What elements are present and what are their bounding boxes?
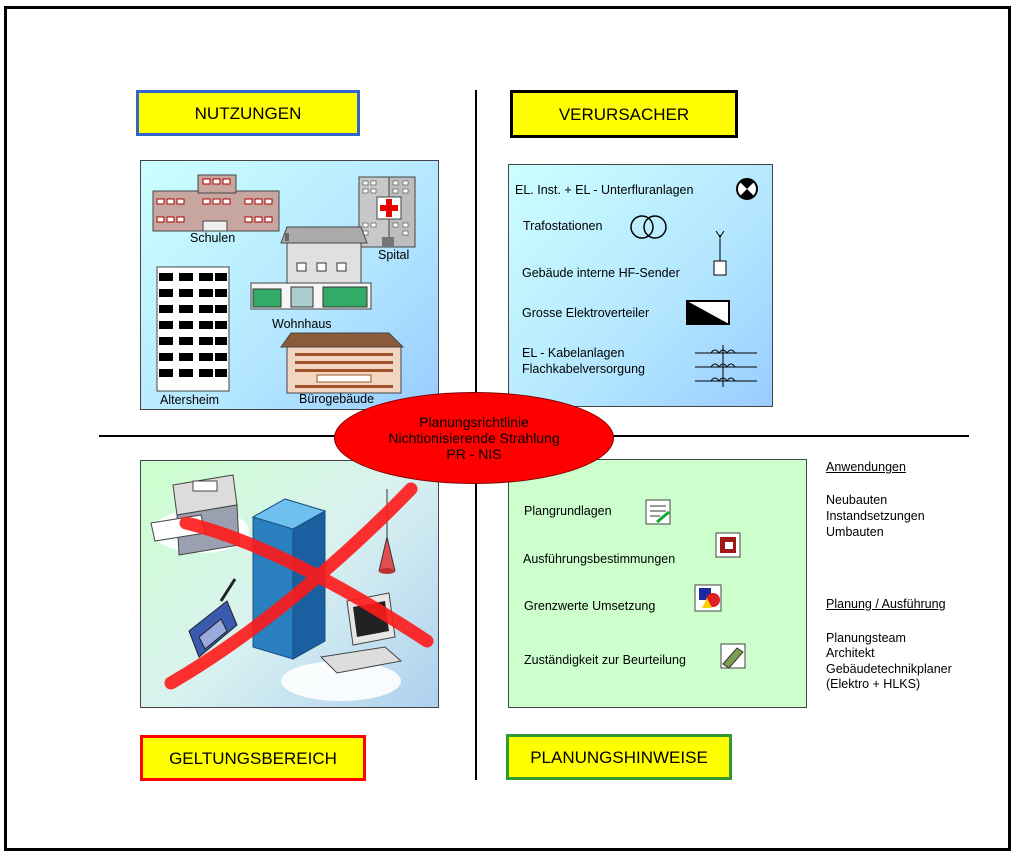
- document-pen-icon: [645, 499, 671, 525]
- cable-icon: [695, 345, 757, 387]
- item-hf-sender-label: Gebäude interne HF-Sender: [522, 266, 680, 280]
- item-zustaendigkeit-label: Zuständigkeit zur Beurteilung: [524, 653, 686, 667]
- label-buerogebaeude: Bürogebäude: [299, 392, 375, 406]
- label-spital: Spital: [378, 248, 410, 262]
- planungshinweise-label: PLANUNGSHINWEISE: [506, 734, 732, 780]
- rules-book-icon: [715, 532, 741, 558]
- item-kabelanlagen-label: EL - Kabelanlagen: [522, 346, 625, 360]
- devices-illustration: [150, 474, 434, 701]
- transformer-icon: [630, 215, 667, 239]
- item-grenzwerte-label: Grenzwerte Umsetzung: [524, 599, 656, 613]
- label-schulen: Schulen: [190, 231, 236, 245]
- hospital-building-icon: [358, 176, 416, 248]
- buildings-illustration: [152, 174, 416, 394]
- planung-item-elektro-hlks: (Elektro + HLKS): [826, 677, 921, 691]
- anwendungen-item-instandsetzungen: Instandsetzungen: [826, 509, 925, 523]
- anwendungen-heading: Anwendungen: [826, 460, 906, 474]
- geltungsbereich-panel: [140, 460, 439, 708]
- nutzungen-label: NUTZUNGEN: [136, 90, 360, 136]
- item-trafostationen-label: Trafostationen: [523, 219, 603, 233]
- item-plangrundlagen-label: Plangrundlagen: [524, 504, 612, 518]
- planung-item-gebaeudetechnikplaner: Gebäudetechnikplaner: [826, 662, 952, 676]
- item-elektroverteiler-label: Grosse Elektroverteiler: [522, 306, 650, 320]
- crossed-circle-icon: [736, 178, 758, 200]
- verursacher-panel: EL. Inst. + EL - Unterfluranlagen Trafos…: [508, 164, 773, 407]
- school-building-icon: [152, 174, 280, 232]
- center-title-line1: Planungsrichtlinie: [419, 414, 529, 430]
- center-title-line3: PR - NIS: [446, 446, 502, 462]
- nutzungen-panel: Schulen Spital Wohnhaus Altersheim Bürog…: [140, 160, 439, 410]
- antenna-icon: [713, 230, 727, 276]
- center-ellipse: Planungsrichtlinie Nichtionisierende Str…: [334, 392, 614, 484]
- item-flachkabel-label: Flachkabelversorgung: [522, 362, 645, 376]
- certificate-icon: [720, 643, 746, 669]
- strike-through-x: [164, 482, 434, 690]
- retirement-home-building-icon: [156, 266, 230, 392]
- anwendungen-item-umbauten: Umbauten: [826, 525, 884, 539]
- planung-item-architekt: Architekt: [826, 646, 875, 660]
- center-title-line2: Nichtionisierende Strahlung: [388, 430, 560, 446]
- diagram-frame: [4, 6, 1011, 851]
- item-ausfuehrungsbestimmungen-label: Ausführungsbestimmungen: [523, 552, 676, 566]
- verursacher-label: VERURSACHER: [510, 90, 738, 138]
- distribution-board-icon: [686, 300, 730, 325]
- label-wohnhaus: Wohnhaus: [272, 317, 332, 331]
- item-unterfluranlagen-label: EL. Inst. + EL - Unterfluranlagen: [515, 183, 694, 197]
- mobile-phone-icon: [188, 578, 238, 658]
- planung-heading: Planung / Ausführung: [826, 597, 946, 611]
- residential-house-icon: [250, 226, 372, 310]
- planungshinweise-panel: Plangrundlagen Ausführungsbestimmungen G…: [508, 459, 807, 708]
- label-altersheim: Altersheim: [160, 393, 220, 407]
- office-building-icon: [280, 332, 405, 394]
- planung-item-planungsteam: Planungsteam: [826, 631, 906, 645]
- anwendungen-item-neubauten: Neubauten: [826, 493, 888, 507]
- geltungsbereich-label: GELTUNGSBEREICH: [140, 735, 366, 781]
- shapes-icon: [694, 584, 722, 612]
